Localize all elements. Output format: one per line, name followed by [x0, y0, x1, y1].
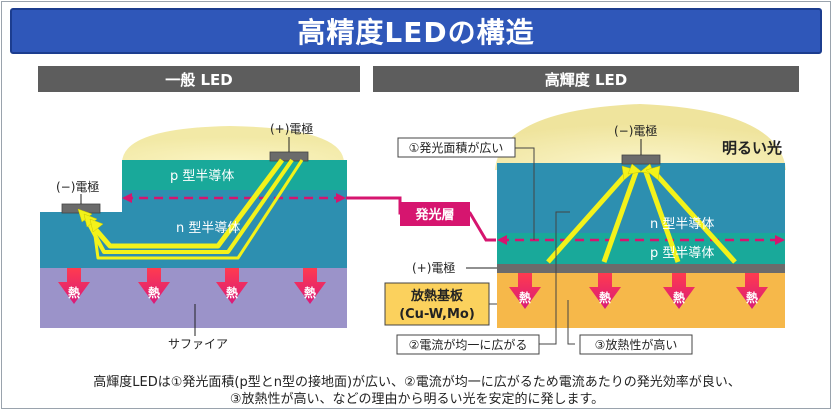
- right-plus-electrode: [497, 264, 785, 273]
- callout-3-leader: [567, 300, 575, 345]
- right-heat-arrows: [509, 273, 768, 309]
- right-p-layer-label: p 型半導体: [650, 246, 714, 261]
- callout-3-box: [579, 334, 693, 355]
- left-emitting-arrowhead-left: [122, 193, 132, 203]
- left-substrate-label: サファイア: [168, 337, 228, 351]
- callout-2-label: ②電流が均一に広がる: [409, 337, 528, 352]
- right-minus-electrode-label: (−)電極: [614, 123, 657, 138]
- right-p-layer: [497, 233, 785, 264]
- right-current-arrowheads: [621, 163, 661, 181]
- footer-line-1: 高輝度LEDは①発光面積(p型とn型の接地面)が広い、②電流が均一に広がるため電…: [93, 375, 741, 390]
- left-heat-arrows: [58, 268, 326, 304]
- left-heat-label-3: 熱: [226, 285, 238, 300]
- left-heat-label-4: 熱: [304, 285, 316, 300]
- right-bright-light-label: 明るい光: [722, 139, 782, 157]
- left-n-layer-upper: [122, 190, 347, 212]
- emitting-layer-label-box: [400, 202, 470, 226]
- left-current-arrows: [82, 158, 304, 260]
- right-heat-label-1: 熱: [519, 290, 531, 305]
- right-heat-label-4: 熱: [746, 290, 758, 305]
- left-emitting-arrowhead-right: [336, 193, 346, 203]
- right-emitting-arrowhead-right: [775, 235, 785, 245]
- right-n-layer-label: n 型半導体: [650, 217, 714, 232]
- callout-3-label: ③放熱性が高い: [595, 337, 678, 352]
- title-bar: 高精度LEDの構造: [10, 8, 822, 54]
- footer-line-2: ③放熱性が高い、などの理由から明るい光を安定的に発します。: [229, 392, 605, 407]
- left-current-arrowheads: [77, 208, 104, 233]
- left-heat-label-2: 熱: [148, 285, 160, 300]
- left-sapphire-substrate: [40, 268, 347, 328]
- right-emitting-arrowhead-left: [497, 235, 507, 245]
- heat-sink-label-box: [384, 282, 490, 326]
- callout-1-leader: [515, 147, 535, 240]
- left-p-layer: [122, 160, 347, 190]
- right-heat-label-2: 熱: [599, 290, 611, 305]
- page-title: 高精度LEDの構造: [297, 16, 535, 49]
- right-n-layer: [497, 163, 785, 233]
- right-panel-header: 高輝度 LED: [373, 66, 799, 92]
- right-light-glow: [495, 104, 786, 170]
- emitting-layer-label: 発光層: [414, 207, 454, 223]
- right-minus-electrode: [621, 154, 661, 165]
- left-p-layer-label: p 型半導体: [170, 169, 234, 184]
- right-plus-electrode-label: (+)電極: [412, 260, 455, 275]
- heat-sink-label-line2: (Cu-W,Mo): [399, 307, 475, 322]
- right-heat-label-3: 熱: [673, 290, 685, 305]
- right-current-arrows: [546, 170, 737, 264]
- right-heat-sink: [497, 273, 785, 328]
- left-heat-label-1: 熱: [68, 285, 80, 300]
- left-plus-electrode: [269, 151, 309, 162]
- left-panel-header: 一般 LED: [38, 66, 360, 92]
- left-n-layer-label: n 型半導体: [176, 221, 240, 236]
- left-plus-electrode-label: (+)電極: [270, 121, 313, 136]
- heat-sink-label-line1: 放熱基板: [410, 288, 464, 304]
- left-minus-electrode-label: (−)電極: [56, 179, 99, 194]
- callout-1-label: ①発光面積が広い: [409, 140, 504, 155]
- callout-2-leader: [539, 211, 570, 345]
